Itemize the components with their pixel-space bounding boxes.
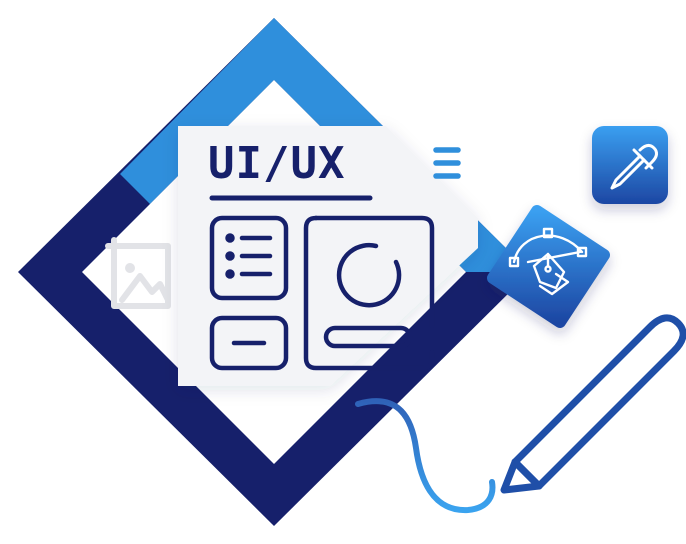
pen-tool-glyph bbox=[508, 227, 588, 296]
pencil-stroke-line bbox=[355, 398, 496, 514]
pencil-icon bbox=[500, 314, 686, 494]
eyedropper-glyph bbox=[610, 143, 659, 190]
profile-card-icon bbox=[303, 215, 435, 371]
button-block-icon bbox=[209, 315, 289, 371]
hamburger-menu-icon bbox=[433, 147, 461, 179]
list-layout-icon bbox=[209, 215, 289, 301]
ui-ux-title: UI/UX bbox=[208, 138, 345, 189]
ghost-image-crop-icon bbox=[105, 237, 171, 309]
wireframe-panel bbox=[178, 126, 478, 386]
